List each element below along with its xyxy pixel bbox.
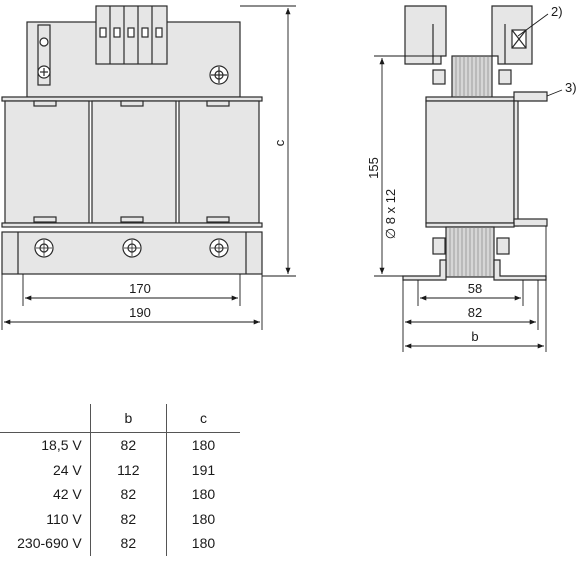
coil-left <box>4 100 90 224</box>
cell-c: 191 <box>165 457 240 482</box>
table-row: 230-690 V 82 180 <box>0 531 240 556</box>
table-row: 18,5 V 82 180 <box>0 432 240 458</box>
core-body <box>425 100 515 224</box>
foot-right <box>493 259 547 281</box>
cell-c: 180 <box>165 531 240 556</box>
technical-drawing: c 170 190 <box>1 4 577 352</box>
cell-b: 82 <box>89 531 167 556</box>
cell-b: 82 <box>89 482 167 507</box>
header-c: c <box>165 404 240 433</box>
ground-terminal <box>37 24 51 86</box>
core-bottom-plate <box>1 222 263 228</box>
cell-voltage: 18,5 V <box>41 437 82 454</box>
cell-c: 180 <box>165 432 240 458</box>
cell-voltage: 230-690 V <box>17 535 82 552</box>
side-view <box>402 5 548 281</box>
front-dimensions <box>1 5 296 330</box>
cell-b: 82 <box>89 506 167 531</box>
cell-b: 112 <box>89 457 167 482</box>
foot-left <box>402 259 447 281</box>
cell-voltage: 110 V <box>46 510 82 527</box>
front-view <box>1 5 263 275</box>
dim-82-label: 82 <box>468 305 482 320</box>
callout-3: 3) <box>565 80 577 95</box>
callout-2: 2) <box>551 4 563 19</box>
top-bracket-left <box>404 5 447 65</box>
mounting-flag <box>513 91 548 102</box>
cell-voltage: 24 V <box>52 461 82 478</box>
coil-middle <box>91 100 177 224</box>
cell-c: 180 <box>165 506 240 531</box>
dim-155-label: 155 <box>366 157 381 179</box>
dim-58-label: 58 <box>468 281 482 296</box>
dimension-table: b c 18,5 V 82 180 24 V 112 191 42 V 82 1… <box>0 404 240 556</box>
coil-right <box>178 100 260 224</box>
cell-b: 82 <box>89 432 167 458</box>
cell-voltage: 42 V <box>52 486 82 503</box>
table-row: 24 V 112 191 <box>0 457 240 482</box>
side-dimensions <box>374 13 563 352</box>
table-row: 110 V 82 180 <box>0 506 240 531</box>
dim-b-label: b <box>471 329 478 344</box>
header-b: b <box>89 404 167 433</box>
dim-170-label: 170 <box>129 281 151 296</box>
hole-size-label: ∅ 8 x 12 <box>383 189 398 239</box>
dim-c-label: c <box>272 139 287 146</box>
table-header: b c <box>0 404 240 433</box>
dim-190-label: 190 <box>129 305 151 320</box>
cell-c: 180 <box>165 482 240 507</box>
header-voltage <box>0 404 91 433</box>
table-row: 42 V 82 180 <box>0 482 240 507</box>
